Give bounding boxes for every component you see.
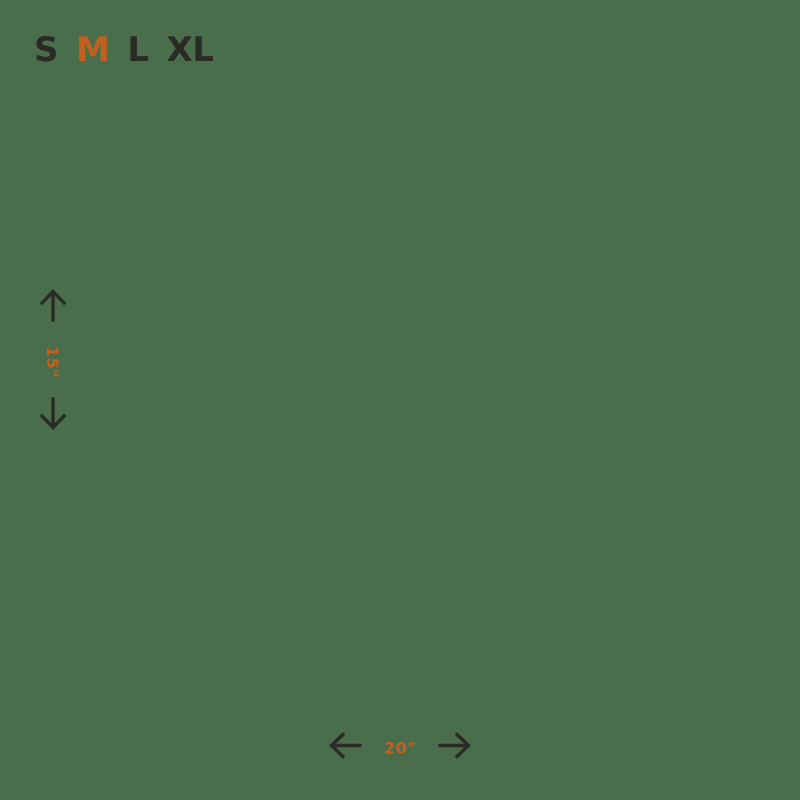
arrow-left-icon [328, 729, 362, 768]
arrow-down-icon [36, 397, 70, 436]
vertical-dimension-indicator: 15" [36, 288, 70, 436]
vertical-dimension-label: 15" [43, 345, 63, 379]
size-option-m[interactable]: M [76, 30, 110, 70]
size-option-s[interactable]: S [34, 30, 59, 70]
size-selector: S M L XL [34, 30, 214, 70]
arrow-right-icon [438, 729, 472, 768]
horizontal-dimension-indicator: 20" [328, 729, 472, 768]
horizontal-dimension-label: 20" [383, 738, 417, 758]
size-option-xl[interactable]: XL [166, 30, 214, 70]
arrow-up-icon [36, 288, 70, 327]
size-option-l[interactable]: L [127, 30, 149, 70]
